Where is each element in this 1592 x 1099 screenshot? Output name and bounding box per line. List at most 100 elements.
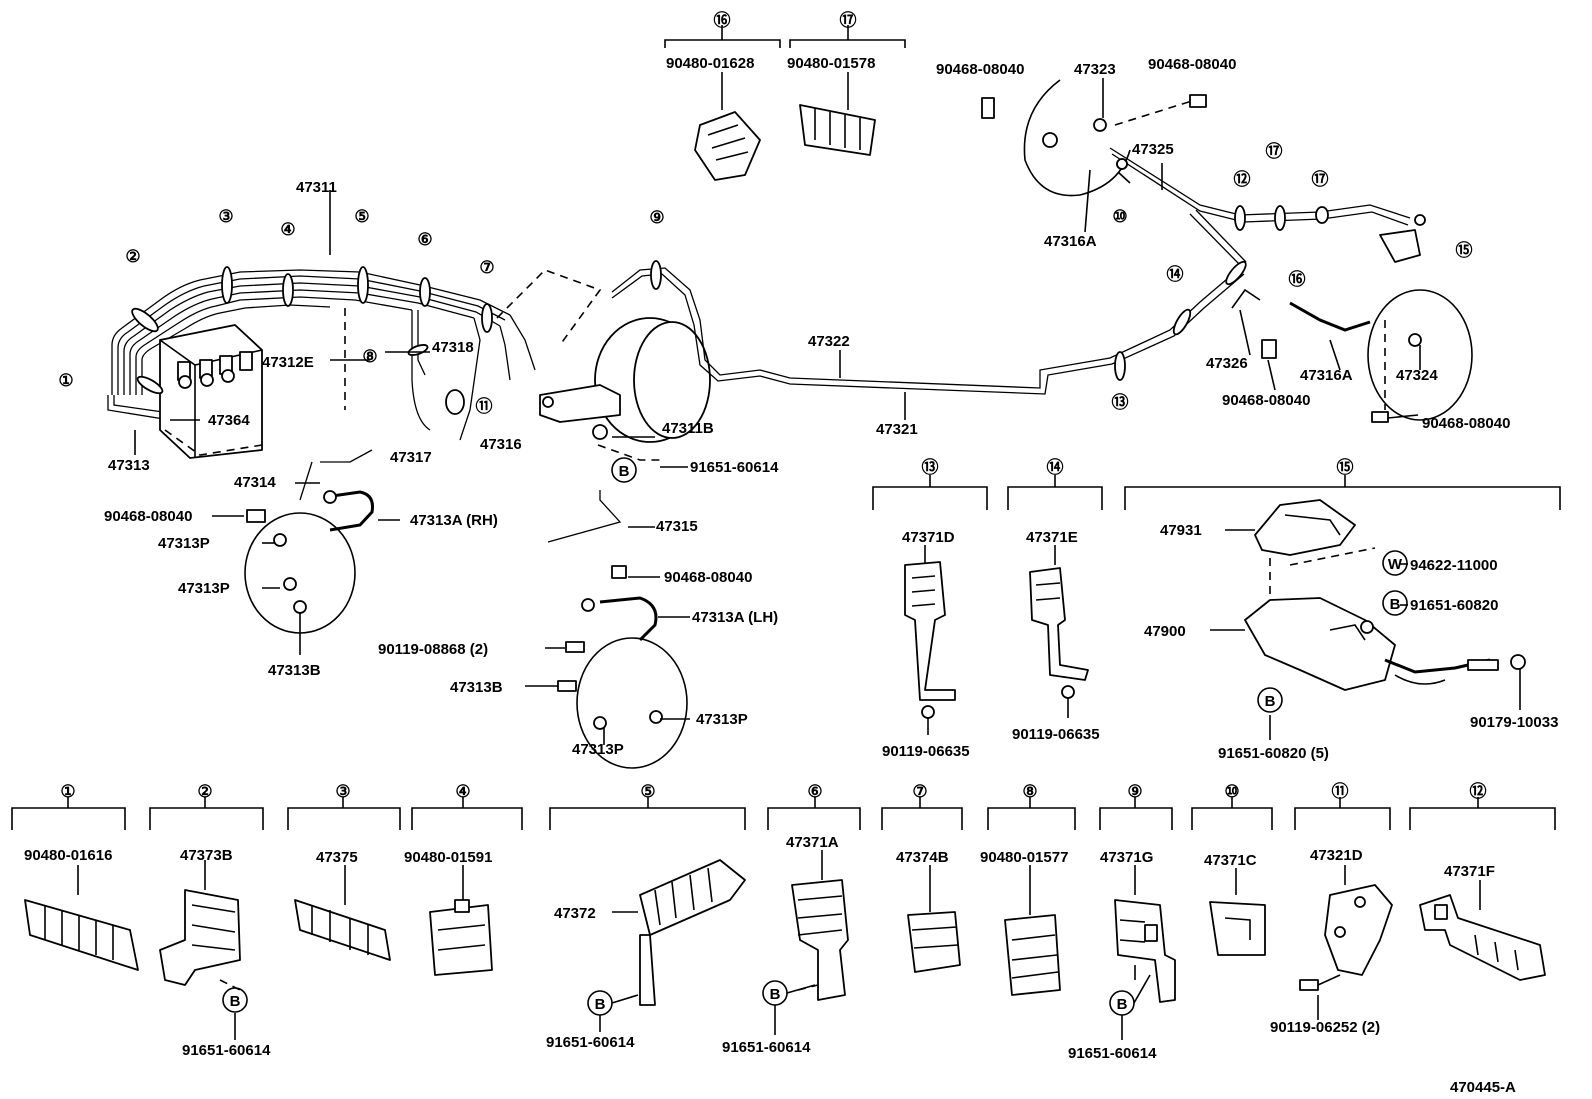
callout-11-main: ⑪ bbox=[476, 396, 493, 416]
label-47311B: 47311B bbox=[662, 420, 714, 437]
label-90480-01628: 90480-01628 bbox=[666, 55, 754, 72]
label-90480-01616: 90480-01616 bbox=[24, 847, 112, 864]
label-47371A: 47371A bbox=[786, 834, 839, 851]
label-47375: 47375 bbox=[316, 849, 358, 866]
bolt-mark-b-15a: B bbox=[1390, 596, 1401, 613]
label-91651-60820-5: 91651-60820 (5) bbox=[1218, 745, 1329, 762]
label-47313P-b: 47313P bbox=[178, 580, 230, 597]
label-47316A-top: 47316A bbox=[1044, 233, 1097, 250]
callout-10-panel: ⑩ bbox=[1224, 782, 1239, 801]
label-91651-60820: 91651-60820 bbox=[1410, 597, 1498, 614]
label-47372: 47372 bbox=[554, 905, 596, 922]
label-47313A-LH: 47313A (LH) bbox=[692, 609, 778, 626]
label-90480-01591: 90480-01591 bbox=[404, 849, 492, 866]
label-90119-06635-b: 90119-06635 bbox=[1012, 726, 1100, 743]
callout-13-main: ⑬ bbox=[1112, 392, 1129, 412]
panel-1 bbox=[11, 797, 139, 971]
panel-5 bbox=[549, 797, 746, 1006]
callout-3-panel: ③ bbox=[335, 782, 350, 801]
label-47900: 47900 bbox=[1144, 623, 1186, 640]
label-47313P-a: 47313P bbox=[158, 535, 210, 552]
label-47315: 47315 bbox=[656, 518, 698, 535]
label-47321: 47321 bbox=[876, 421, 918, 438]
callout-5-panel: ⑤ bbox=[640, 782, 655, 801]
callout-6-main: ⑥ bbox=[417, 230, 432, 249]
callout-8-main: ⑧ bbox=[362, 347, 377, 366]
label-47371G: 47371G bbox=[1100, 849, 1153, 866]
rear-brake-assembly bbox=[981, 79, 1473, 423]
callout-numbers: ① ② ③ ④ ⑤ ⑥ ⑦ ⑧ ⑨ ⑩ ⑪ ⑫ ⑬ ⑭ ⑮ ⑯ ⑰ ⑰ ⑯ ⑰ … bbox=[58, 10, 1486, 801]
label-47316A-right: 47316A bbox=[1300, 367, 1353, 384]
callout-5-main: ⑤ bbox=[354, 207, 369, 226]
label-90468-08040-r2: 90468-08040 bbox=[1422, 415, 1510, 432]
callout-12-panel: ⑫ bbox=[1470, 781, 1487, 801]
part-number-labels: 47311 47312E 47318 47364 47313 47317 473… bbox=[24, 55, 1558, 1096]
panel-7 bbox=[881, 797, 963, 973]
label-91651-60614-mid: 91651-60614 bbox=[690, 459, 779, 476]
label-47313A-RH: 47313A (RH) bbox=[410, 512, 498, 529]
brake-booster bbox=[539, 317, 711, 443]
bolt-mark-b-2: B bbox=[230, 993, 241, 1010]
front-lh-hose-assembly bbox=[547, 490, 688, 769]
callout-9-main: ⑨ bbox=[649, 208, 664, 227]
panel-6 bbox=[767, 797, 861, 1001]
label-94622-11000: 94622-11000 bbox=[1410, 557, 1498, 574]
callout-16-panel: ⑯ bbox=[714, 10, 731, 30]
panel-17 bbox=[789, 25, 906, 156]
callout-4-main: ④ bbox=[280, 220, 295, 239]
callout-1-panel: ① bbox=[60, 782, 75, 801]
callout-14-main: ⑭ bbox=[1167, 264, 1184, 284]
label-91651-60614-2: 91651-60614 bbox=[182, 1042, 271, 1059]
label-90119-08868: 90119-08868 (2) bbox=[378, 641, 488, 658]
tube-clips bbox=[131, 158, 1329, 415]
label-47314: 47314 bbox=[234, 474, 276, 491]
label-47323: 47323 bbox=[1074, 61, 1116, 78]
callout-6-panel: ⑥ bbox=[807, 782, 822, 801]
callout-15-main: ⑮ bbox=[1456, 240, 1473, 260]
panel-3 bbox=[287, 797, 401, 961]
callout-17-panel: ⑰ bbox=[840, 10, 857, 30]
label-47324: 47324 bbox=[1396, 367, 1438, 384]
label-47322: 47322 bbox=[808, 333, 850, 350]
label-47374B: 47374B bbox=[896, 849, 949, 866]
panel-8 bbox=[987, 797, 1076, 996]
label-90468-08040-tr: 90468-08040 bbox=[1148, 56, 1236, 73]
callout-7-main: ⑦ bbox=[479, 258, 494, 277]
label-90468-08040-left: 90468-08040 bbox=[104, 508, 192, 525]
label-47371C: 47371C bbox=[1204, 852, 1257, 869]
panel-14 bbox=[1007, 475, 1103, 718]
bolt-mark-b-5: B bbox=[595, 996, 606, 1013]
label-47371F: 47371F bbox=[1444, 863, 1495, 880]
panel-2 bbox=[149, 797, 264, 1040]
label-90119-06252: 90119-06252 (2) bbox=[1270, 1019, 1380, 1036]
bolt-mark-w: W bbox=[1388, 556, 1403, 573]
label-47371D: 47371D bbox=[902, 529, 955, 546]
label-90480-01577: 90480-01577 bbox=[980, 849, 1068, 866]
callout-3-main: ③ bbox=[218, 207, 233, 226]
label-47364: 47364 bbox=[208, 412, 250, 429]
callout-4-panel: ④ bbox=[455, 782, 470, 801]
callout-1-main: ① bbox=[58, 371, 73, 390]
hydraulic-unit bbox=[159, 324, 263, 459]
label-47373B: 47373B bbox=[180, 847, 233, 864]
label-47316: 47316 bbox=[480, 436, 522, 453]
panel-12 bbox=[1409, 797, 1556, 981]
label-90468-08040-mid: 90468-08040 bbox=[664, 569, 752, 586]
label-47311: 47311 bbox=[296, 179, 337, 196]
tube-47325 bbox=[1109, 147, 1411, 266]
bolt-mark-b-9: B bbox=[1117, 996, 1128, 1013]
callout-9-panel: ⑨ bbox=[1127, 782, 1142, 801]
panel-16 bbox=[664, 25, 781, 181]
label-47325: 47325 bbox=[1132, 141, 1174, 158]
callout-12-main: ⑫ bbox=[1234, 169, 1251, 189]
label-47312E: 47312E bbox=[262, 354, 314, 371]
label-90468-08040-r1: 90468-08040 bbox=[1222, 392, 1310, 409]
label-47313B-left: 47313B bbox=[268, 662, 321, 679]
callout-8-panel: ⑧ bbox=[1022, 782, 1037, 801]
label-91651-60614-9: 91651-60614 bbox=[1068, 1045, 1157, 1062]
callout-7-panel: ⑦ bbox=[912, 782, 927, 801]
label-47313B-mid: 47313B bbox=[450, 679, 503, 696]
callout-14-panel: ⑭ bbox=[1047, 457, 1064, 477]
label-47321D: 47321D bbox=[1310, 847, 1363, 864]
